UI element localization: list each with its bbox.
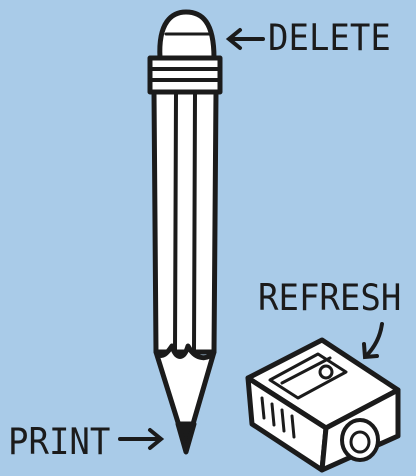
pencil-ferrule	[150, 58, 220, 92]
delete-arrow-icon	[229, 30, 263, 48]
print-label: PRINT	[8, 424, 110, 461]
pencil-icon	[150, 12, 220, 452]
refresh-arrow-icon	[364, 324, 382, 357]
pencil-lead	[178, 424, 194, 452]
refresh-label: REFRESH	[258, 280, 401, 317]
pencil-sharpener-icon	[248, 340, 398, 470]
pencil-body	[154, 92, 216, 352]
delete-label: DELETE	[268, 20, 391, 57]
print-arrow-icon	[120, 430, 161, 448]
